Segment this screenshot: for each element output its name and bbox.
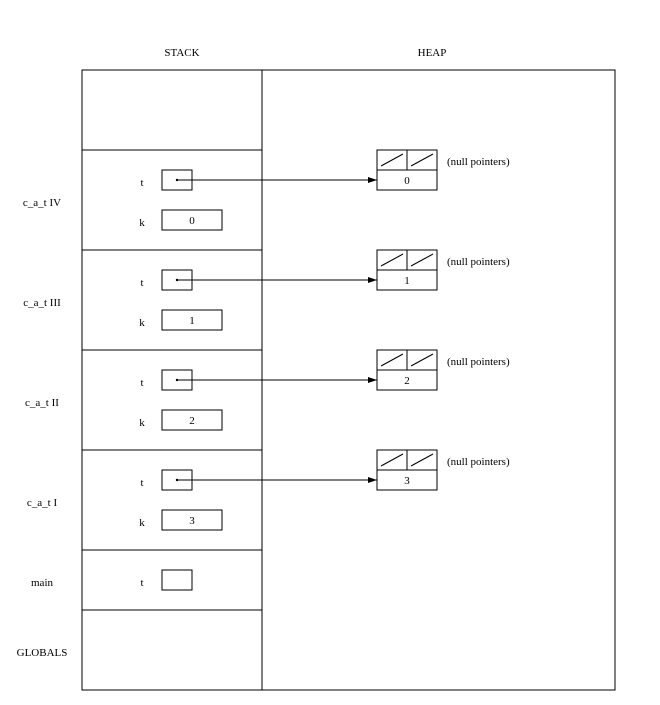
null-slash: [380, 253, 404, 267]
pointer-arrow: [175, 377, 377, 383]
variable-name: k: [139, 317, 145, 329]
heap-node: 1 (null pointers): [376, 249, 510, 291]
null-slash: [380, 453, 404, 467]
frame-label: c_a_t I: [27, 497, 58, 509]
pointer-arrow: [175, 277, 377, 283]
variable-name: t: [140, 277, 143, 289]
memory-outer-border: [81, 69, 616, 691]
heap-node: 3 (null pointers): [376, 449, 510, 491]
variable-name: k: [139, 217, 145, 229]
cell-value: 0: [189, 215, 195, 227]
globals-label: GLOBALS: [17, 647, 68, 659]
null-slash: [410, 453, 434, 467]
variable-name: t: [140, 377, 143, 389]
null-pointers-note: (null pointers): [447, 256, 510, 268]
null-slash: [410, 353, 434, 367]
null-slash: [380, 353, 404, 367]
value-cell-k: [161, 409, 223, 431]
variable-name: t: [140, 177, 143, 189]
heap-header: HEAP: [418, 47, 447, 59]
node-value: 1: [404, 275, 410, 287]
value-cell-k: [161, 309, 223, 331]
stack-frame-cat-i: c_a_t I t k 3: [27, 469, 223, 531]
node-value: 0: [404, 175, 410, 187]
cell-value: 2: [189, 415, 195, 427]
stack-frame-main: main t: [31, 569, 193, 591]
node-value: 3: [404, 475, 410, 487]
null-slash: [410, 253, 434, 267]
value-cell-k: [161, 209, 223, 231]
stack-frame-cat-iii: c_a_t III t k 1: [23, 269, 223, 331]
variable-name: t: [140, 577, 143, 589]
stack-frame-cat-iv: c_a_t IV t k 0: [23, 169, 223, 231]
frame-label: c_a_t IV: [23, 197, 61, 209]
pointer-cell-t: [161, 569, 193, 591]
frame-label: c_a_t III: [23, 297, 61, 309]
pointer-arrow: [175, 177, 377, 183]
cell-value: 1: [189, 315, 195, 327]
node-value: 2: [404, 375, 410, 387]
cell-value: 3: [189, 515, 195, 527]
null-slash: [410, 153, 434, 167]
pointer-arrow: [175, 477, 377, 483]
null-pointers-note: (null pointers): [447, 456, 510, 468]
null-pointers-note: (null pointers): [447, 156, 510, 168]
frame-label: c_a_t II: [25, 397, 59, 409]
null-pointers-note: (null pointers): [447, 356, 510, 368]
variable-name: k: [139, 517, 145, 529]
frame-label: main: [31, 577, 53, 589]
stack-header: STACK: [164, 47, 199, 59]
variable-name: t: [140, 477, 143, 489]
value-cell-k: [161, 509, 223, 531]
heap-node: 0 (null pointers): [376, 149, 510, 191]
heap-node: 2 (null pointers): [376, 349, 510, 391]
variable-name: k: [139, 417, 145, 429]
stack-frame-cat-ii: c_a_t II t k 2: [25, 369, 223, 431]
null-slash: [380, 153, 404, 167]
